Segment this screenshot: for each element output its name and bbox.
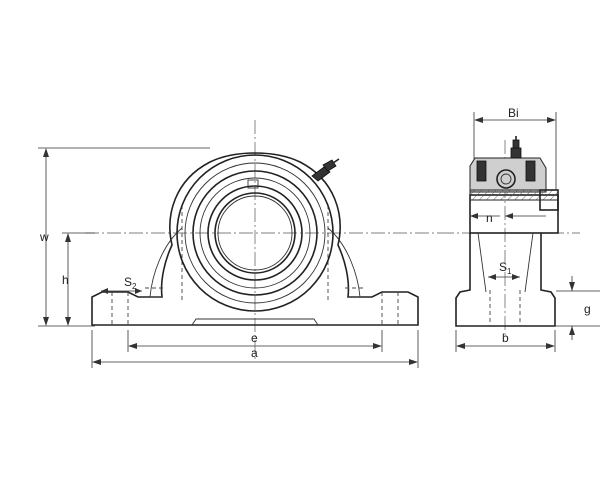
bearing-ball-inner [500,173,512,185]
dimension-b [455,330,556,352]
label-s2: S2 [124,275,137,291]
dimension-a [91,330,419,368]
side-housing-profile [455,233,556,327]
right-rib [327,227,361,298]
dimension-s2 [101,288,142,294]
dimension-g [556,276,600,340]
dimension-bi [473,112,557,190]
label-n: n [486,211,493,225]
label-w: w [39,230,49,244]
dimension-n [470,213,546,219]
outer-ring-left-hatch [476,160,487,182]
label-s1: S1 [499,260,512,276]
side-grease-nipple-icon [510,136,522,159]
side-view: Bi n S1 g [440,106,600,352]
set-screw-mark [247,179,259,189]
insert-outer-circle [192,170,318,296]
shaft-bore-inner-circle [217,195,293,271]
dimension-s1 [488,274,520,280]
label-bi: Bi [508,106,519,120]
inner-ring-extension [469,194,559,234]
base-recess [191,318,319,326]
pillow-block-housing [91,152,419,326]
label-g: g [584,302,591,316]
inner-ring-section [469,189,559,201]
insert-rim-circle [199,177,311,289]
outer-ring-right-hatch [525,160,536,182]
left-rib [149,227,183,298]
label-h: h [62,273,69,287]
front-view: w h S2 e [38,120,440,368]
dimension-h [62,232,95,326]
label-b: b [502,331,509,345]
dimension-e [127,330,383,352]
side-housing-inner-right [524,232,534,293]
shaft-bore-circle [214,192,296,274]
label-e: e [251,331,258,345]
dimension-w [38,147,210,327]
inner-ring-circle [207,185,303,281]
bearing-ball [496,169,516,189]
side-housing-inner-left [477,232,487,293]
housing-bore-circle [176,154,334,312]
grease-nipple-icon [311,158,340,182]
label-a: a [251,346,258,360]
set-screw-collar [539,189,559,211]
outer-ring-circle [184,162,326,304]
